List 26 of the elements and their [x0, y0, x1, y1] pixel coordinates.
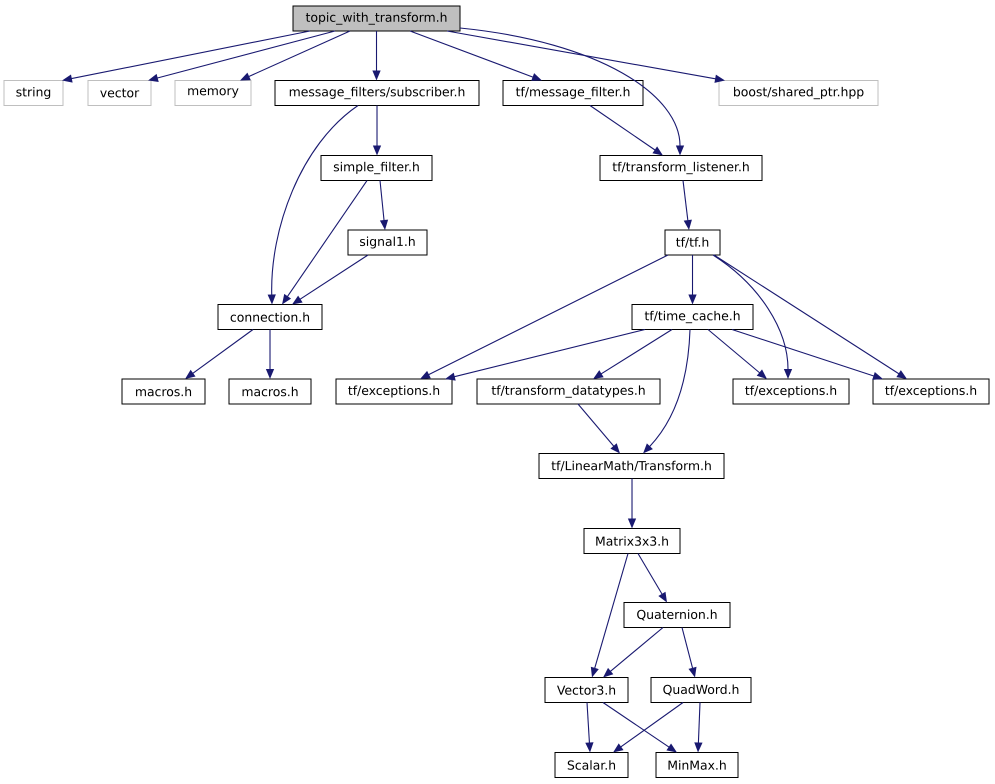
file-box: Quaternion.h: [624, 602, 730, 628]
file-box: Vector3.h: [544, 677, 628, 703]
file-box: tf/tf.h: [664, 230, 720, 256]
file-box: tf/message_filter.h: [502, 80, 644, 106]
file-box: vector: [88, 80, 152, 106]
file-box: topic_with_transform.h: [292, 6, 460, 32]
file-box: tf/exceptions.h: [732, 378, 850, 404]
file-box: signal1.h: [348, 230, 428, 256]
file-box: tf/LinearMath/Transform.h: [538, 453, 724, 479]
file-box: tf/time_cache.h: [632, 304, 754, 330]
file-box: boost/shared_ptr.hpp: [718, 80, 879, 106]
file-box: QuadWord.h: [650, 677, 752, 703]
file-box: tf/transform_listener.h: [600, 155, 763, 181]
file-box: macros.h: [228, 378, 312, 404]
file-box: simple_filter.h: [320, 155, 432, 181]
file-box: connection.h: [218, 304, 322, 330]
file-box: message_filters/subscriber.h: [274, 80, 480, 106]
file-box: Scalar.h: [554, 752, 628, 778]
file-box: tf/exceptions.h: [336, 378, 452, 404]
file-box: memory: [174, 80, 252, 106]
file-box: tf/transform_datatypes.h: [476, 378, 660, 404]
file-box: macros.h: [122, 378, 206, 404]
file-box: Matrix3x3.h: [584, 528, 680, 554]
file-box: string: [4, 80, 64, 106]
file-box: MinMax.h: [656, 752, 739, 778]
file-box: tf/exceptions.h: [872, 378, 990, 404]
